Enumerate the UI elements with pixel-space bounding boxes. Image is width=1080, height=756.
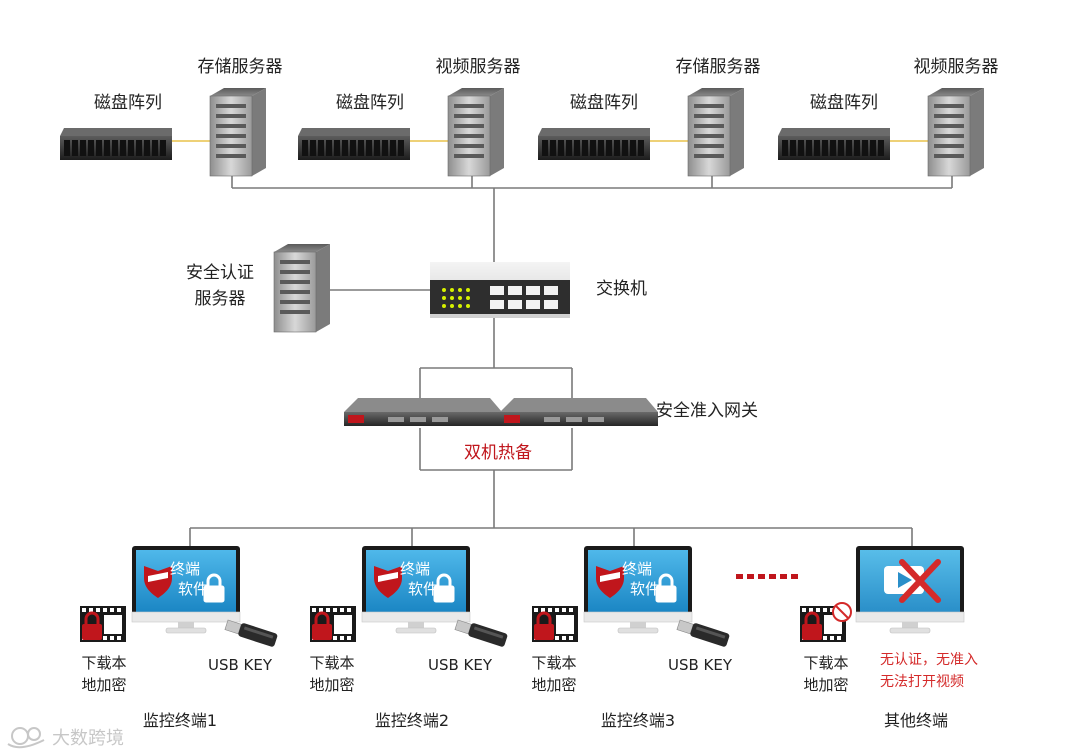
screen-text-line1: 终端 — [622, 560, 652, 578]
switch-led-icon — [442, 288, 470, 308]
gateway-label: 安全准入网关 — [656, 401, 758, 421]
usb-key-icon — [675, 617, 731, 648]
disk-array-label: 磁盘阵列 — [810, 93, 878, 113]
storage-group-4: 磁盘阵列 视频服务器 — [778, 57, 999, 177]
usb-key-icon — [223, 617, 279, 648]
storage-group-3: 磁盘阵列 存储服务器 — [538, 57, 761, 177]
watermark: 大数跨境 — [7, 727, 124, 749]
terminal-3: 终端 软件 下载本 地加密 USB KEY 监控终端3 — [530, 545, 733, 730]
storage-server-icon — [209, 87, 267, 177]
auth-server-label-line1: 安全认证 — [186, 263, 254, 283]
storage-group-1: 磁盘阵列 存储服务器 — [60, 57, 283, 177]
gateway-device-icon — [500, 398, 658, 426]
auth-server: 安全认证 服务器 — [186, 243, 331, 333]
film-lock-icon — [530, 604, 580, 644]
usb-key-label: USB KEY — [668, 656, 733, 674]
video-server-icon — [447, 87, 505, 177]
local-encrypt-line2: 地加密 — [803, 676, 848, 694]
hot-standby-label: 双机热备 — [464, 443, 532, 463]
server-label: 视频服务器 — [914, 57, 999, 77]
security-gateways: 安全准入网关 双机热备 — [344, 398, 758, 463]
terminal-1: 终端 软件 下载本 地加密 USB KEY 监控终端1 — [78, 545, 279, 730]
terminal-name: 监控终端3 — [601, 711, 675, 730]
screen-text-line2: 软件 — [630, 580, 660, 598]
local-encrypt-line1: 下载本 — [81, 654, 126, 672]
local-encrypt-line2: 地加密 — [531, 676, 576, 694]
terminal-2: 终端 软件 下载本 地加密 USB KEY 监控终端2 — [308, 545, 509, 730]
disk-array-icon — [298, 128, 410, 160]
storage-group-2: 磁盘阵列 视频服务器 — [298, 57, 521, 177]
ethernet-ports-icon — [490, 286, 558, 309]
screen-text-line2: 软件 — [408, 580, 438, 598]
screen-text-line1: 终端 — [170, 560, 200, 578]
film-lock-icon — [78, 604, 128, 644]
disk-array-icon — [538, 128, 650, 160]
terminal-name: 其他终端 — [884, 711, 948, 730]
screen-text-line1: 终端 — [400, 560, 430, 578]
other-terminal: 下载本 地加密 无认证，无准入 无法打开视频 其他终端 — [798, 546, 978, 730]
storage-server-icon — [687, 87, 745, 177]
local-encrypt-line1: 下载本 — [309, 654, 354, 672]
disk-array-label: 磁盘阵列 — [336, 93, 404, 113]
connection-lines — [189, 176, 953, 546]
disk-array-label: 磁盘阵列 — [94, 93, 162, 113]
disk-array-icon — [778, 128, 890, 160]
screen-text-line2: 软件 — [178, 580, 208, 598]
more-terminals-ellipsis — [736, 574, 798, 579]
terminal-name: 监控终端1 — [143, 711, 217, 730]
server-label: 存储服务器 — [198, 57, 283, 77]
usb-key-label: USB KEY — [428, 656, 493, 674]
network-switch: 交换机 — [430, 262, 647, 318]
local-encrypt-line1: 下载本 — [531, 654, 576, 672]
auth-server-icon — [273, 243, 331, 333]
warning-line2: 无法打开视频 — [880, 673, 964, 690]
disk-array-label: 磁盘阵列 — [570, 93, 638, 113]
local-encrypt-line1: 下载本 — [803, 654, 848, 672]
gateway-device-icon — [344, 398, 502, 426]
disk-array-icon — [60, 128, 172, 160]
film-lock-icon — [308, 604, 358, 644]
switch-label: 交换机 — [596, 279, 647, 299]
warning-line1: 无认证，无准入 — [880, 652, 978, 668]
video-server-icon — [927, 87, 985, 177]
local-encrypt-line2: 地加密 — [309, 676, 354, 694]
local-encrypt-line2: 地加密 — [81, 676, 126, 694]
terminal-name: 监控终端2 — [375, 711, 449, 730]
server-label: 视频服务器 — [436, 57, 521, 77]
server-label: 存储服务器 — [676, 57, 761, 77]
auth-server-label-line2: 服务器 — [195, 289, 246, 309]
forbidden-icon — [832, 602, 852, 622]
watermark-text: 大数跨境 — [52, 728, 124, 749]
watermark-logo-icon — [7, 727, 45, 749]
usb-key-label: USB KEY — [208, 656, 273, 674]
usb-key-icon — [453, 617, 509, 648]
blocked-x-icon — [899, 559, 941, 603]
